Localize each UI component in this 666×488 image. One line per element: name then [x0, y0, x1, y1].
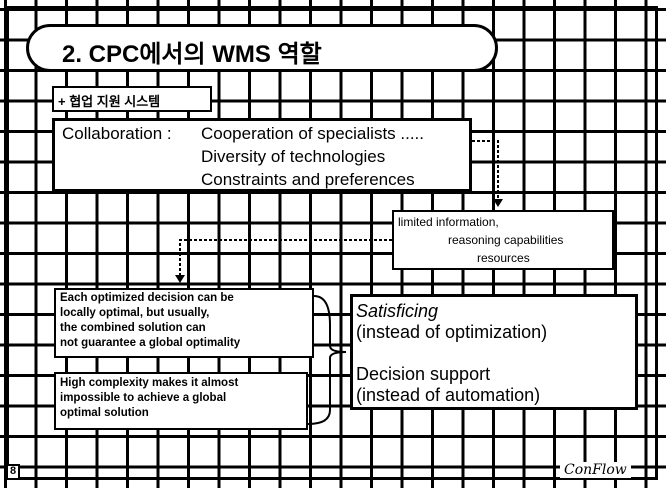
limited-box	[392, 210, 614, 270]
satisficing-title: Satisficing	[356, 301, 439, 321]
decision-support-subtitle: (instead of automation)	[356, 385, 541, 405]
limited-line: resources	[477, 251, 530, 265]
satisficing-box	[350, 294, 638, 410]
each-optimized-line: locally optimal, but usually,	[60, 307, 210, 319]
satisficing-subtitle: (instead of optimization)	[356, 322, 548, 342]
collaboration-item: Constraints and preferences	[201, 170, 415, 189]
limited-line: limited information,	[398, 215, 499, 229]
collaboration-box	[52, 118, 472, 192]
high-complexity-line: High complexity makes it almost	[60, 377, 239, 389]
section-label: + 협업 지원 시스템	[58, 94, 161, 109]
slide-frame	[6, 6, 658, 480]
high-complexity-box	[54, 372, 308, 430]
title-banner	[26, 24, 498, 72]
page-number: 8	[10, 465, 17, 477]
dotted-arrow-limited-to-each	[179, 239, 392, 276]
each-optimized-line: not guarantee a global optimality	[60, 337, 241, 349]
each-optimized-line: the combined solution can	[60, 322, 206, 334]
bracket-connector	[307, 295, 347, 425]
conflow-logo: ConFlow	[560, 462, 631, 478]
arrowhead-down-icon	[493, 199, 503, 207]
page-number-box	[6, 464, 20, 480]
arrowhead-down-icon	[175, 275, 185, 283]
each-optimized-line: Each optimized decision can be	[60, 292, 234, 304]
collaboration-item: Diversity of technologies	[201, 147, 386, 166]
collaboration-label: Collaboration :	[62, 124, 172, 143]
dotted-arrow-collab-to-limited	[472, 140, 499, 200]
each-optimized-box	[54, 288, 314, 358]
limited-line: reasoning capabilities	[448, 233, 564, 247]
high-complexity-line: impossible to achieve a global	[60, 392, 227, 404]
high-complexity-line: optimal solution	[60, 407, 149, 419]
section-label-box	[52, 86, 212, 112]
slide-title: 2. CPC에서의 WMS 역할	[62, 41, 322, 68]
collaboration-item: Cooperation of specialists .....	[201, 124, 425, 143]
decision-support-title: Decision support	[356, 364, 491, 384]
